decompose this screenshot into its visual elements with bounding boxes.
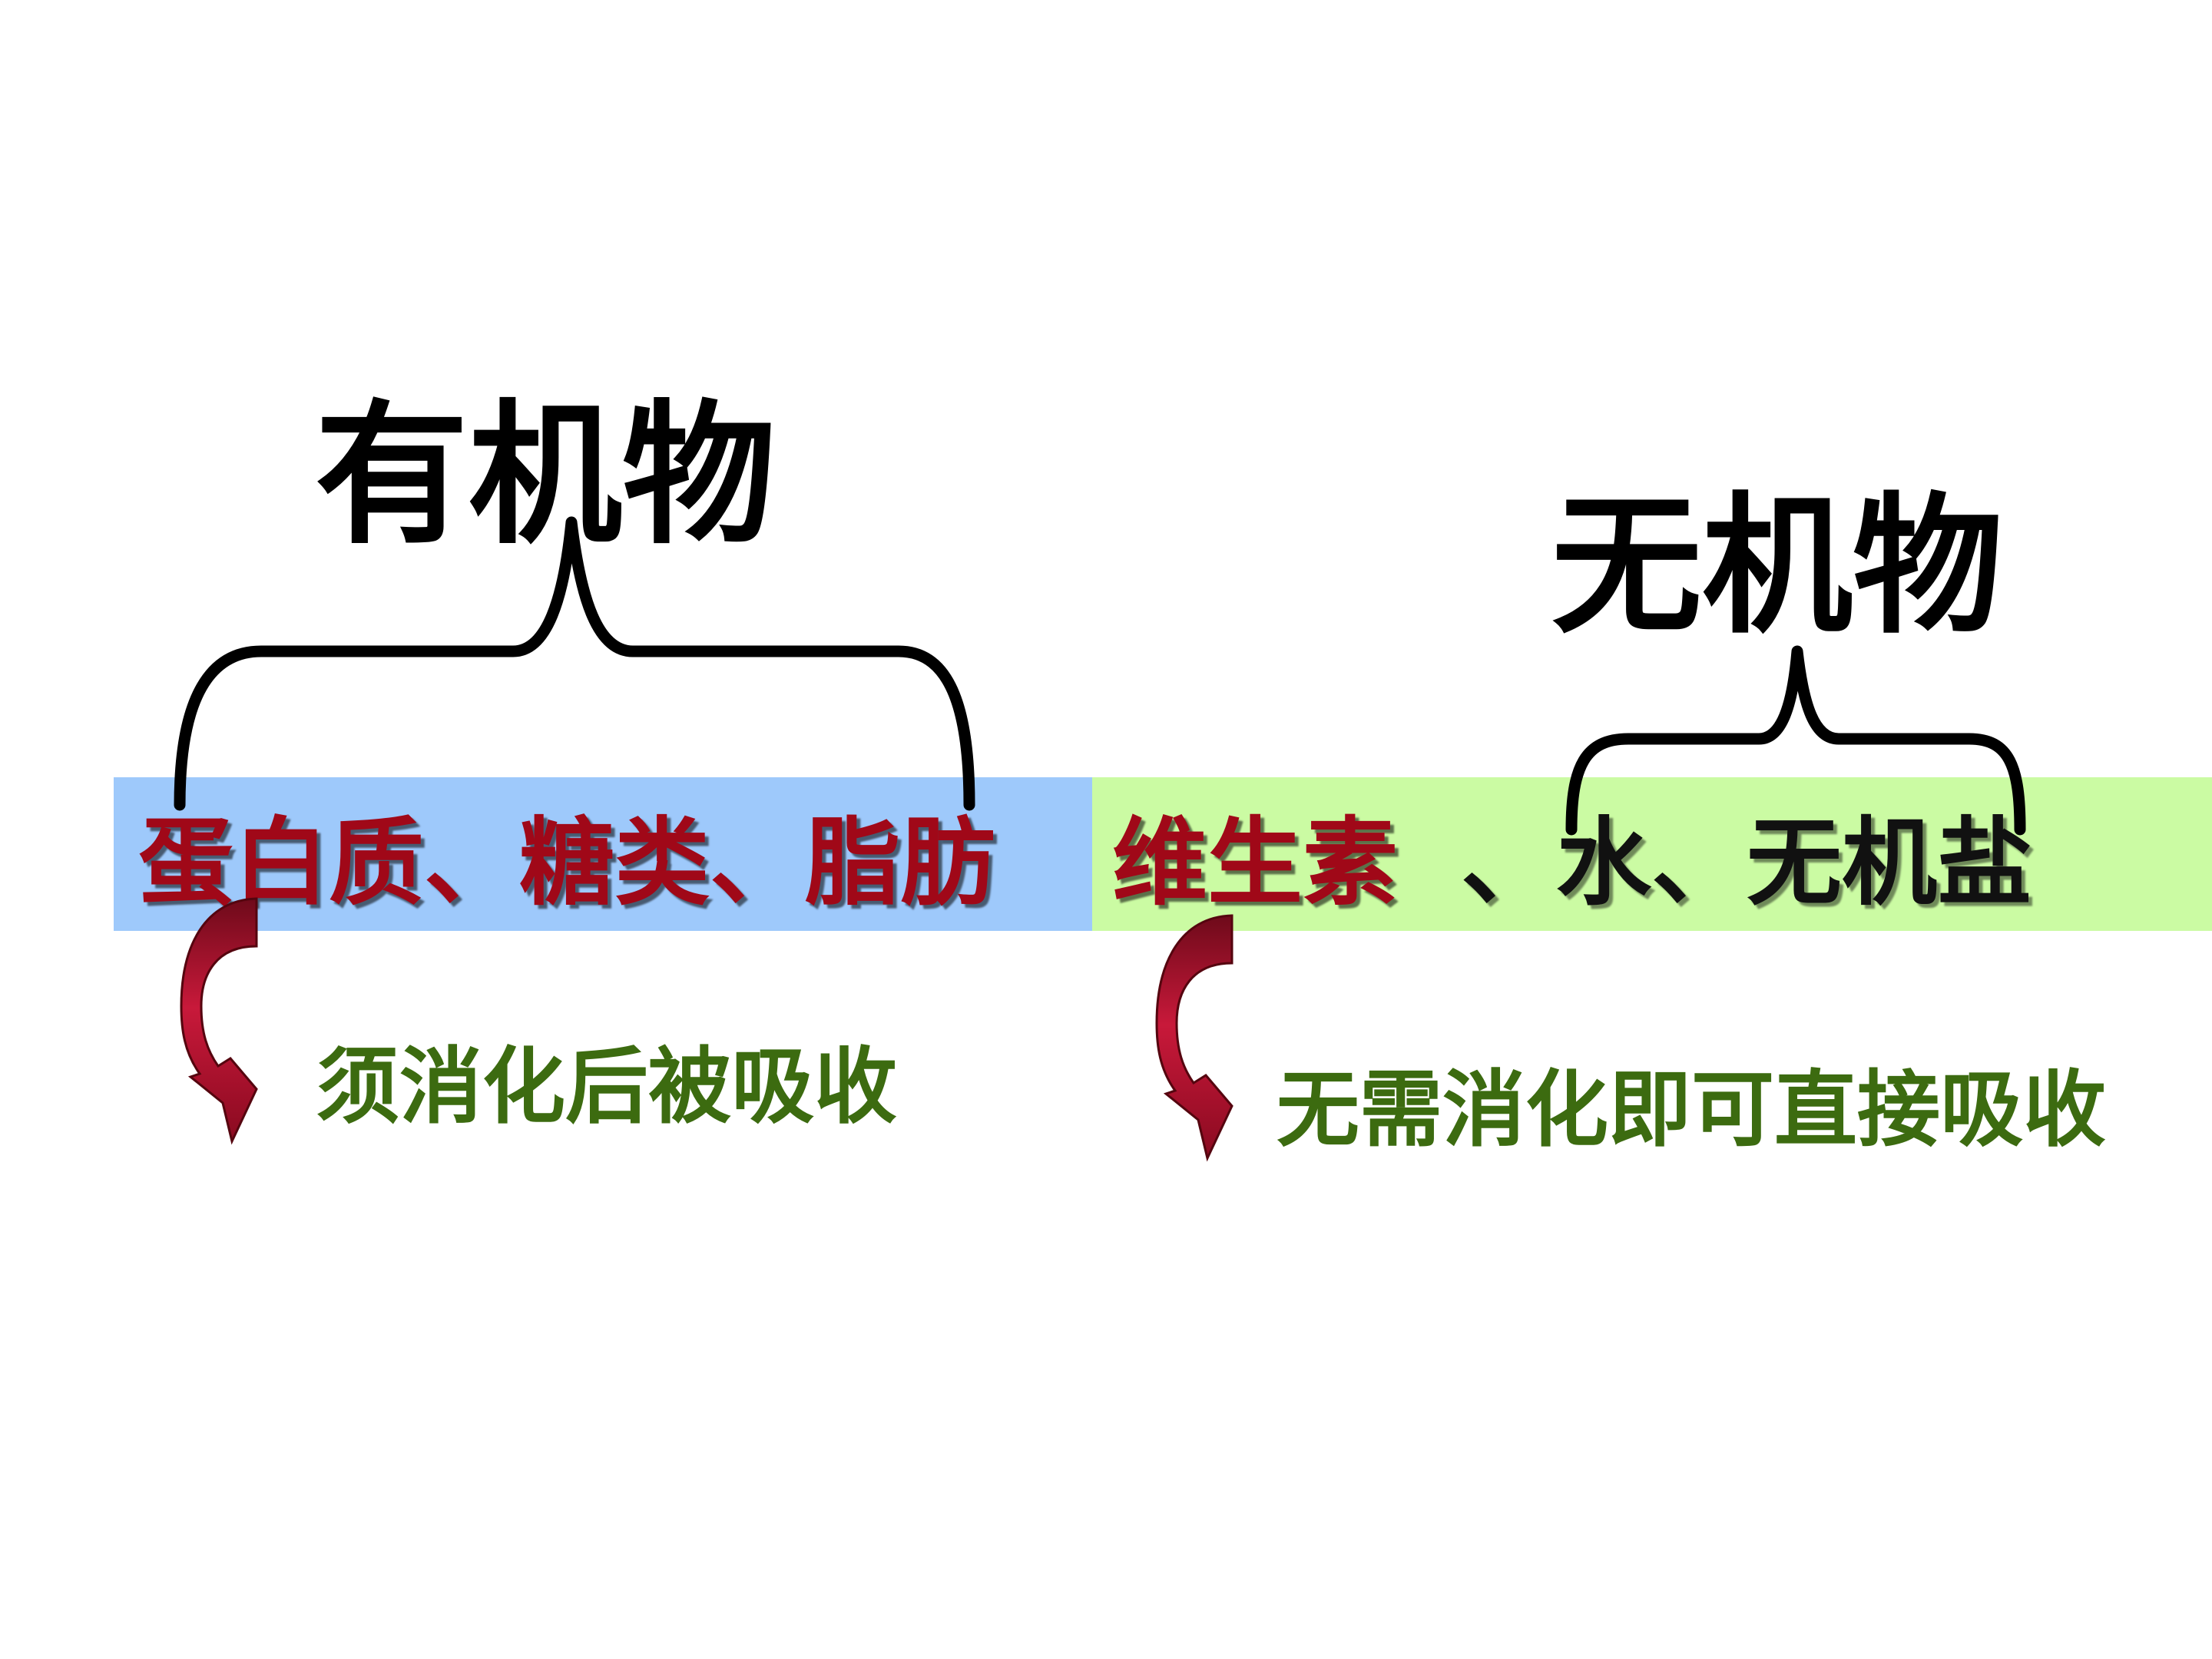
organic-brace [174, 516, 975, 811]
organic-title: 有机物 [315, 386, 777, 565]
inorganic-curved-arrow [1155, 914, 1233, 1162]
inorganic-title: 无机物 [1551, 479, 2004, 654]
inorganic-band [1092, 777, 2212, 931]
vitamin-text: 维生素 [1112, 808, 1399, 919]
organic-note: 须消化后被吸收 [316, 1039, 898, 1135]
inorganic-brace [1565, 645, 2026, 836]
inorganic-items: 、水、无机盐 [1461, 808, 2033, 919]
organic-items: 蛋白质、糖类、脂肪 [138, 808, 996, 919]
organic-curved-arrow [180, 897, 258, 1145]
organic-band [114, 777, 1092, 931]
inorganic-note: 无需消化即可直接吸收 [1277, 1062, 2107, 1158]
